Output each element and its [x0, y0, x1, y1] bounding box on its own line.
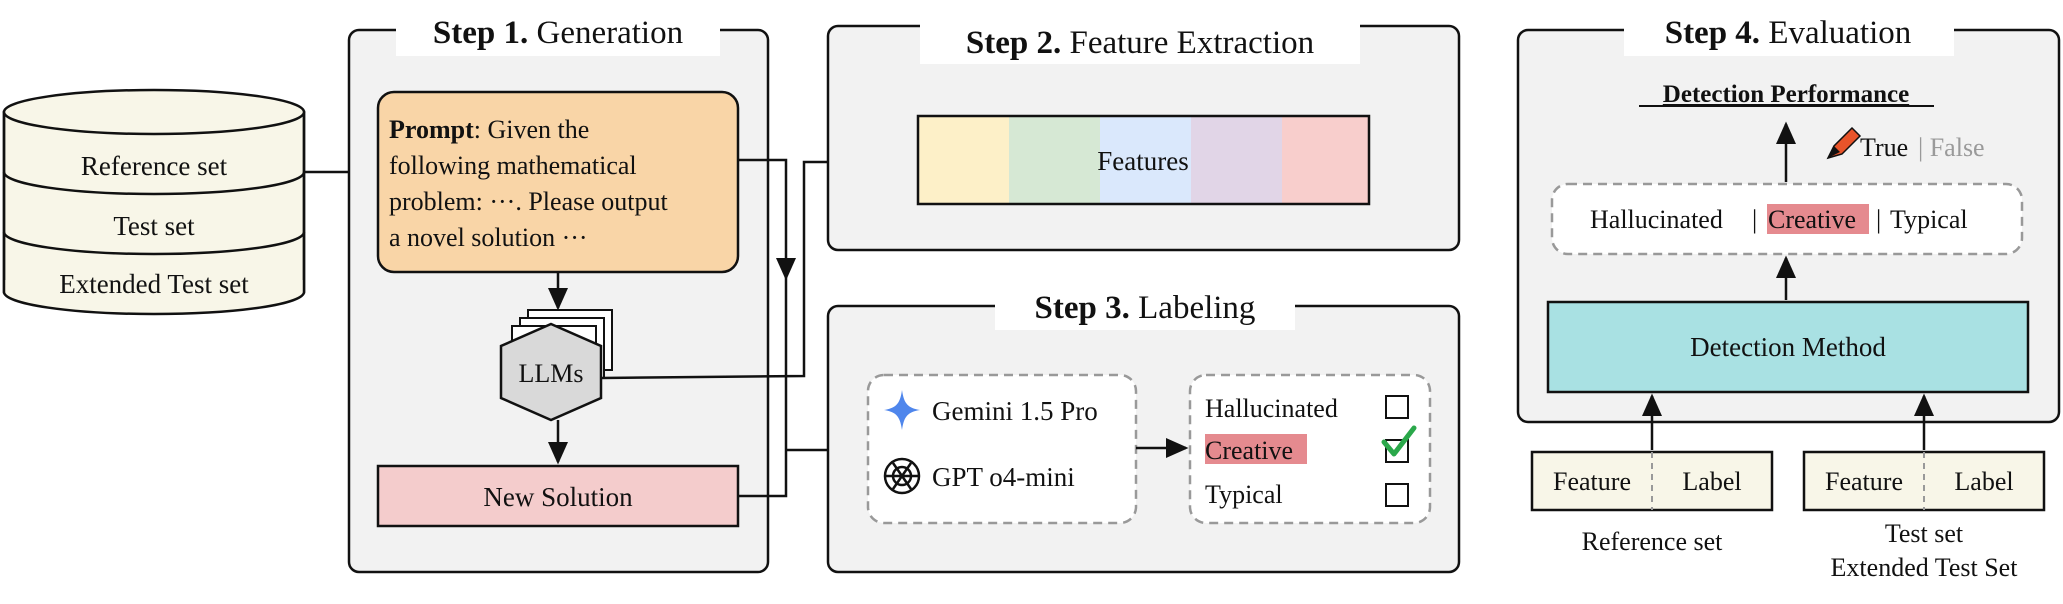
step4-panel: Step 4. Evaluation Detection Performance…: [1516, 10, 2061, 424]
label-typical: Typical: [1205, 480, 1283, 509]
features-label: Features: [1097, 146, 1188, 176]
step2-panel: Step 2. Feature Extraction Features: [826, 18, 1461, 252]
llms-label: LLMs: [519, 359, 584, 388]
test-caption: Test set: [1885, 519, 1964, 548]
gemini-icon: [884, 390, 920, 430]
prompt-line-3: problem: ···. Please output: [389, 187, 668, 216]
cylinder-body: [2, 110, 306, 294]
true-label: True: [1860, 133, 1908, 162]
cylinder-bottom-fill: [5, 280, 303, 292]
pencil-icon: [1826, 126, 1862, 160]
arrow-prompt-down: [738, 158, 796, 281]
dataset-test: Test set: [113, 211, 195, 241]
detection-performance-title: Detection Performance: [1663, 81, 1909, 108]
llm-hexagon: [499, 322, 603, 422]
step4-title: Step 4. Evaluation: [1665, 15, 1912, 51]
dataset-extended-test: Extended Test set: [59, 269, 249, 299]
cylinder-bottom: [2, 291, 306, 316]
feature-segment: [1009, 116, 1100, 204]
creative-highlight: [1205, 434, 1307, 464]
features-bar: Features: [916, 114, 1371, 206]
creative-class-highlight: [1767, 204, 1869, 234]
line-solution-up: [738, 450, 788, 498]
step2-title-bg: [920, 18, 1360, 64]
label-hallucinated: Hallucinated: [1205, 394, 1338, 423]
class-creative: Creative: [1768, 205, 1856, 234]
class-separator: |: [1876, 205, 1881, 234]
model-gemini: Gemini 1.5 Pro: [932, 396, 1098, 426]
reference-label: Label: [1682, 467, 1741, 496]
reference-feature: Feature: [1553, 467, 1631, 496]
new-solution-box: [376, 464, 740, 528]
test-feature-label-box: Feature Label Test set Extended Test Set: [1802, 450, 2046, 582]
step1-title-bg: [396, 10, 720, 56]
false-label: | False: [1918, 133, 1985, 162]
labels-box: [1188, 373, 1432, 525]
dataset-reference: Reference set: [81, 151, 228, 181]
step1-title: Step 1. Generation: [433, 15, 683, 51]
reference-caption: Reference set: [1582, 527, 1724, 556]
class-separator: |: [1752, 205, 1757, 234]
class-typical: Typical: [1890, 205, 1968, 234]
prompt-line-4: a novel solution ···: [389, 223, 588, 252]
test-feature: Feature: [1825, 467, 1903, 496]
feature-segment: [1191, 116, 1282, 204]
label-creative: Creative: [1205, 436, 1293, 465]
dataset-cylinder: Reference set Test set Extended Test set: [2, 88, 306, 316]
prompt-line-1: Prompt: Given the: [389, 115, 589, 144]
feature-segment: [1282, 116, 1369, 204]
llms-icon: LLMs: [499, 309, 613, 422]
feature-segment: [918, 116, 1009, 204]
cylinder-divider: [2, 171, 306, 196]
detection-method-box: [1546, 300, 2030, 394]
step3-title-bg: [995, 284, 1295, 330]
step3-title: Step 3. Labeling: [1035, 290, 1256, 326]
cylinder-divider: [2, 231, 306, 256]
cylinder-top: [2, 88, 306, 136]
step4-title-bg: [1624, 10, 1954, 56]
class-hallucinated: Hallucinated: [1590, 205, 1723, 234]
openai-icon: [883, 457, 921, 495]
step2-title: Step 2. Feature Extraction: [966, 25, 1314, 61]
checkbox-hallucinated[interactable]: [1385, 395, 1409, 419]
features-border: [916, 114, 1371, 206]
checkmark-icon: [1381, 425, 1417, 457]
step1-panel: Step 1. Generation Prompt: Given the fol…: [347, 10, 770, 574]
step3-panel: Step 3. Labeling Gemini 1.5 Pro GPT o4-m…: [826, 284, 1461, 574]
checkbox-typical[interactable]: [1385, 483, 1409, 507]
prompt-line-2: following mathematical: [389, 151, 637, 180]
new-solution-label: New Solution: [483, 482, 633, 512]
reference-feature-label-box: Feature Label Reference set: [1530, 450, 1774, 556]
test-label: Label: [1954, 467, 2013, 496]
model-gpt: GPT o4-mini: [932, 462, 1075, 492]
detection-method-label: Detection Method: [1690, 332, 1886, 362]
feature-segment: [1100, 116, 1191, 204]
extended-test-caption: Extended Test Set: [1831, 553, 2019, 582]
